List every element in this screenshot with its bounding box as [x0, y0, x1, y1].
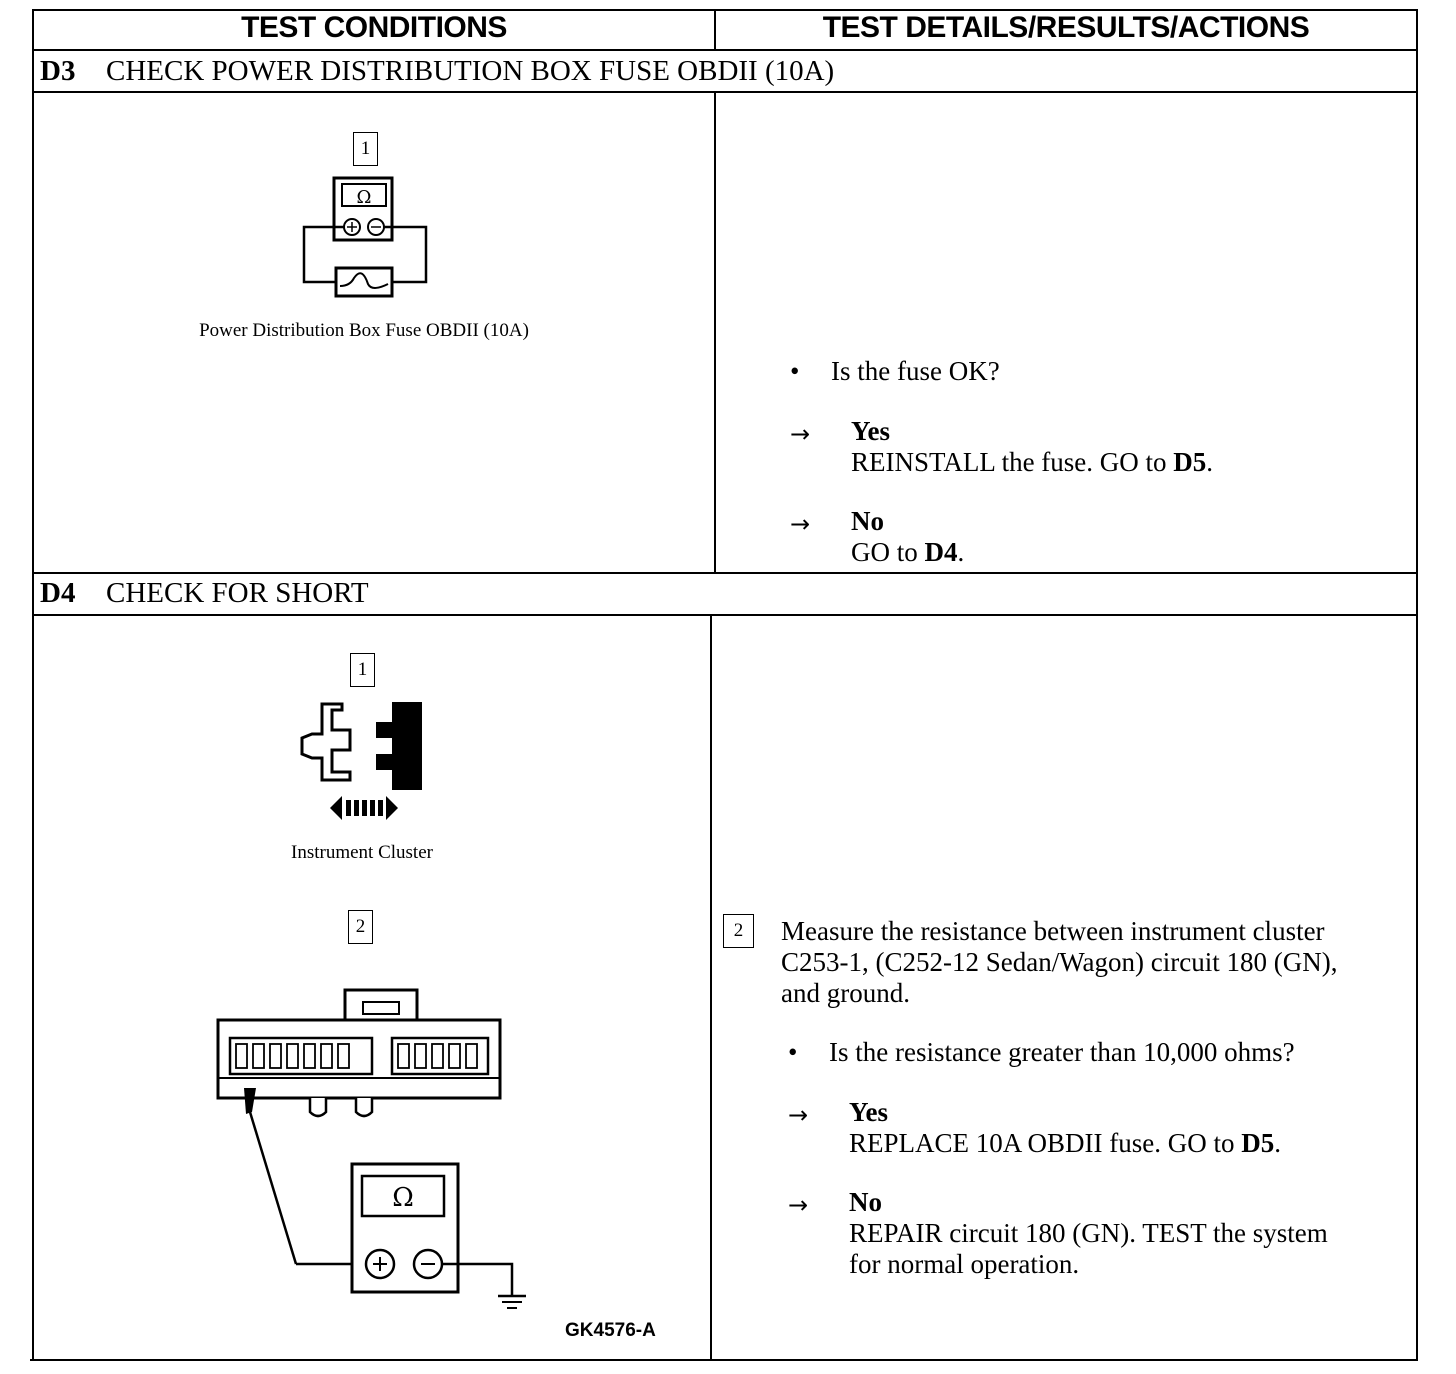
- figure-id: GK4576-A: [565, 1320, 656, 1341]
- question-text: Is the fuse OK?: [831, 356, 1000, 386]
- header-test-details: TEST DETAILS/RESULTS/ACTIONS: [822, 11, 1310, 44]
- ohm-symbol: Ω: [392, 1183, 414, 1213]
- section-d3-title: D3 CHECK POWER DISTRIBUTION BOX FUSE OBDI…: [40, 53, 1400, 89]
- step-number-box: 1: [353, 132, 378, 166]
- connector-disconnect-diagram: [300, 702, 422, 820]
- diagram-caption: Instrument Cluster: [291, 842, 433, 863]
- measure-line-3: and ground.: [781, 978, 910, 1008]
- step-number-box: 1: [350, 653, 375, 687]
- arrow-icon: →: [790, 510, 811, 538]
- yes-action: REINSTALL the fuse. GO to D5.: [851, 447, 1214, 477]
- question-text: Is the resistance greater than 10,000 oh…: [829, 1037, 1295, 1067]
- measure-line-2: C253-1, (C252-12 Sedan/Wagon) circuit 18…: [781, 947, 1338, 977]
- arrow-icon: →: [790, 420, 811, 448]
- step-number-box: 2: [348, 910, 373, 944]
- measure-line-1: Measure the resistance between instrumen…: [781, 916, 1325, 946]
- ohmmeter-fuse-diagram: Ω: [302, 176, 428, 298]
- no-label: No: [849, 1187, 882, 1217]
- no-action: GO to D4.: [851, 537, 965, 567]
- cluster-connector-ohmmeter-diagram: Ω: [216, 988, 526, 1309]
- diagram-caption: Power Distribution Box Fuse OBDII (10A): [199, 320, 529, 341]
- bullet: •: [788, 1037, 798, 1067]
- yes-action: REPLACE 10A OBDII fuse. GO to D5.: [849, 1128, 1281, 1158]
- step-number-box: 2: [723, 914, 754, 948]
- arrow-icon: →: [788, 1101, 809, 1129]
- yes-label: Yes: [851, 416, 890, 446]
- bullet: •: [790, 356, 800, 386]
- arrow-icon: →: [788, 1191, 809, 1219]
- section-title: CHECK FOR SHORT: [106, 577, 369, 609]
- section-code: D3: [40, 55, 76, 87]
- section-code: D4: [40, 577, 76, 609]
- no-label: No: [851, 506, 884, 536]
- no-action-line-2: for normal operation.: [849, 1249, 1080, 1279]
- no-action-line-1: REPAIR circuit 180 (GN). TEST the system: [849, 1218, 1328, 1248]
- ohm-symbol: Ω: [357, 187, 372, 208]
- yes-label: Yes: [849, 1097, 888, 1127]
- section-d4-title: D4 CHECK FOR SHORT: [40, 575, 1400, 611]
- header-test-conditions: TEST CONDITIONS: [241, 11, 507, 44]
- section-title: CHECK POWER DISTRIBUTION BOX FUSE OBDII …: [106, 55, 835, 87]
